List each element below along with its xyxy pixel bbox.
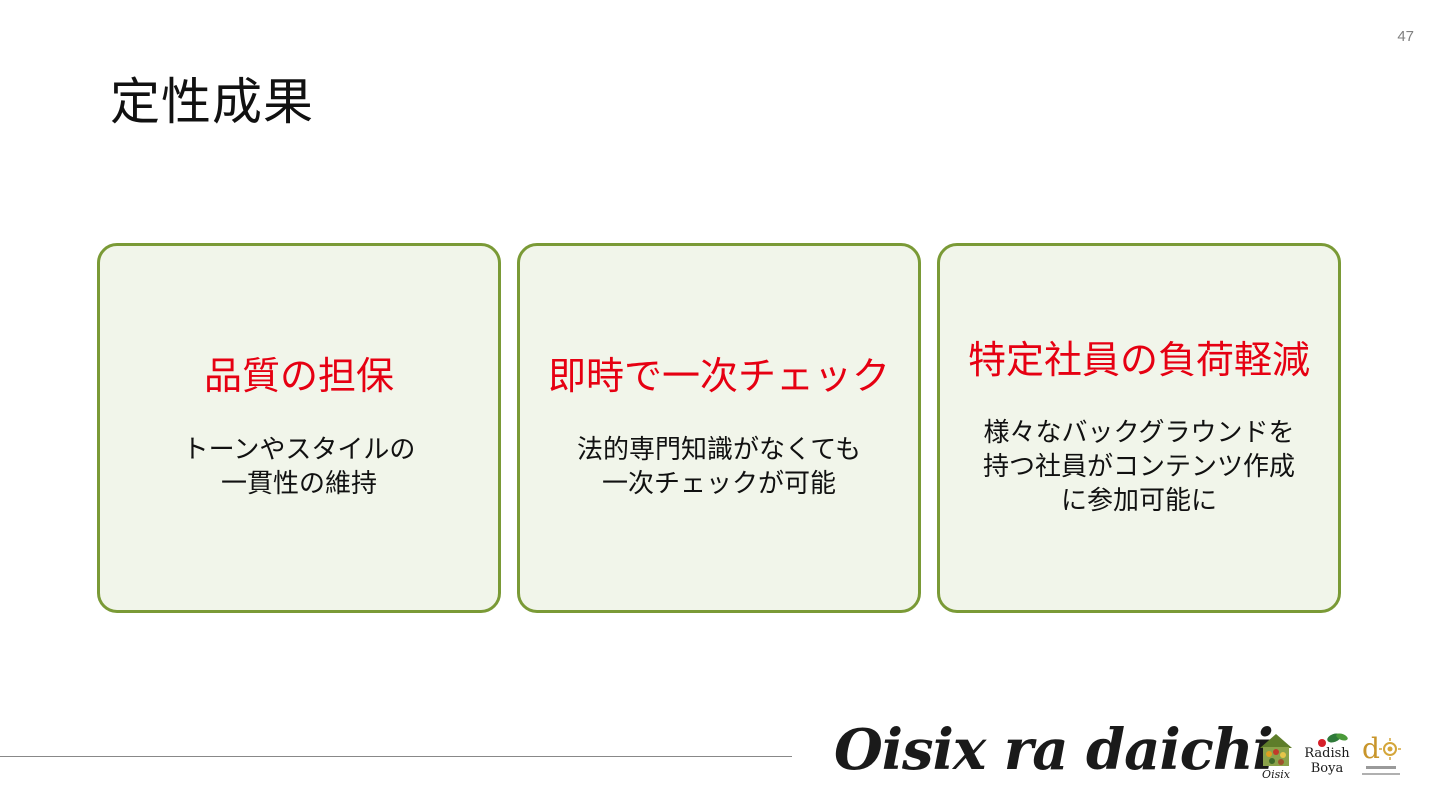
daichi-sun-icon: d (1362, 732, 1401, 775)
radish-boya-text: Radish Boya (1304, 746, 1350, 776)
card-row: 品質の担保 トーンやスタイルの 一貫性の維持 即時で一次チェック 法的専門知識が… (97, 243, 1343, 613)
oisix-logo-text: Oisix (1262, 768, 1290, 781)
card-body: 様々なバックグラウンドを 持つ社員がコンテンツ作成 に参加可能に (983, 417, 1295, 518)
card-body-line: 一次チェックが可能 (601, 468, 836, 499)
card-body-line: 様々なバックグラウンドを (983, 418, 1295, 449)
radish-boya-logo: Radish Boya (1304, 732, 1350, 780)
radish-text-line: Radish (1304, 746, 1350, 761)
footer-divider (0, 756, 792, 757)
card-quality: 品質の担保 トーンやスタイルの 一貫性の維持 (97, 243, 501, 613)
boya-text-line: Boya (1310, 761, 1344, 776)
card-body: 法的専門知識がなくても 一次チェックが可能 (577, 434, 861, 502)
daichi-logo: d (1358, 732, 1404, 780)
page-title: 定性成果 (110, 73, 314, 131)
card-body-line: トーンやスタイルの (182, 435, 416, 465)
card-body-line: 持つ社員がコンテンツ作成 (982, 451, 1295, 482)
oisix-house-icon (1260, 734, 1292, 766)
card-body-line: に参加可能に (1060, 485, 1217, 516)
card-heading: 特定社員の負荷軽減 (967, 337, 1310, 382)
radish-icon (1318, 733, 1348, 747)
svg-text:d: d (1362, 732, 1380, 765)
card-heading: 即時で一次チェック (547, 354, 890, 399)
card-body-line: 一貫性の維持 (220, 468, 377, 499)
card-load-reduction: 特定社員の負荷軽減 様々なバックグラウンドを 持つ社員がコンテンツ作成 に参加可… (937, 243, 1341, 613)
card-body-line: 法的専門知識がなくても (577, 435, 861, 465)
card-instant-check: 即時で一次チェック 法的専門知識がなくても 一次チェックが可能 (517, 243, 921, 613)
brand-wordmark: Oisix ra daichi (834, 717, 1274, 783)
oisix-logo: Oisix (1256, 732, 1296, 780)
card-heading: 品質の担保 (203, 354, 394, 399)
page-number: 47 (1397, 28, 1414, 45)
card-body: トーンやスタイルの 一貫性の維持 (183, 434, 416, 502)
